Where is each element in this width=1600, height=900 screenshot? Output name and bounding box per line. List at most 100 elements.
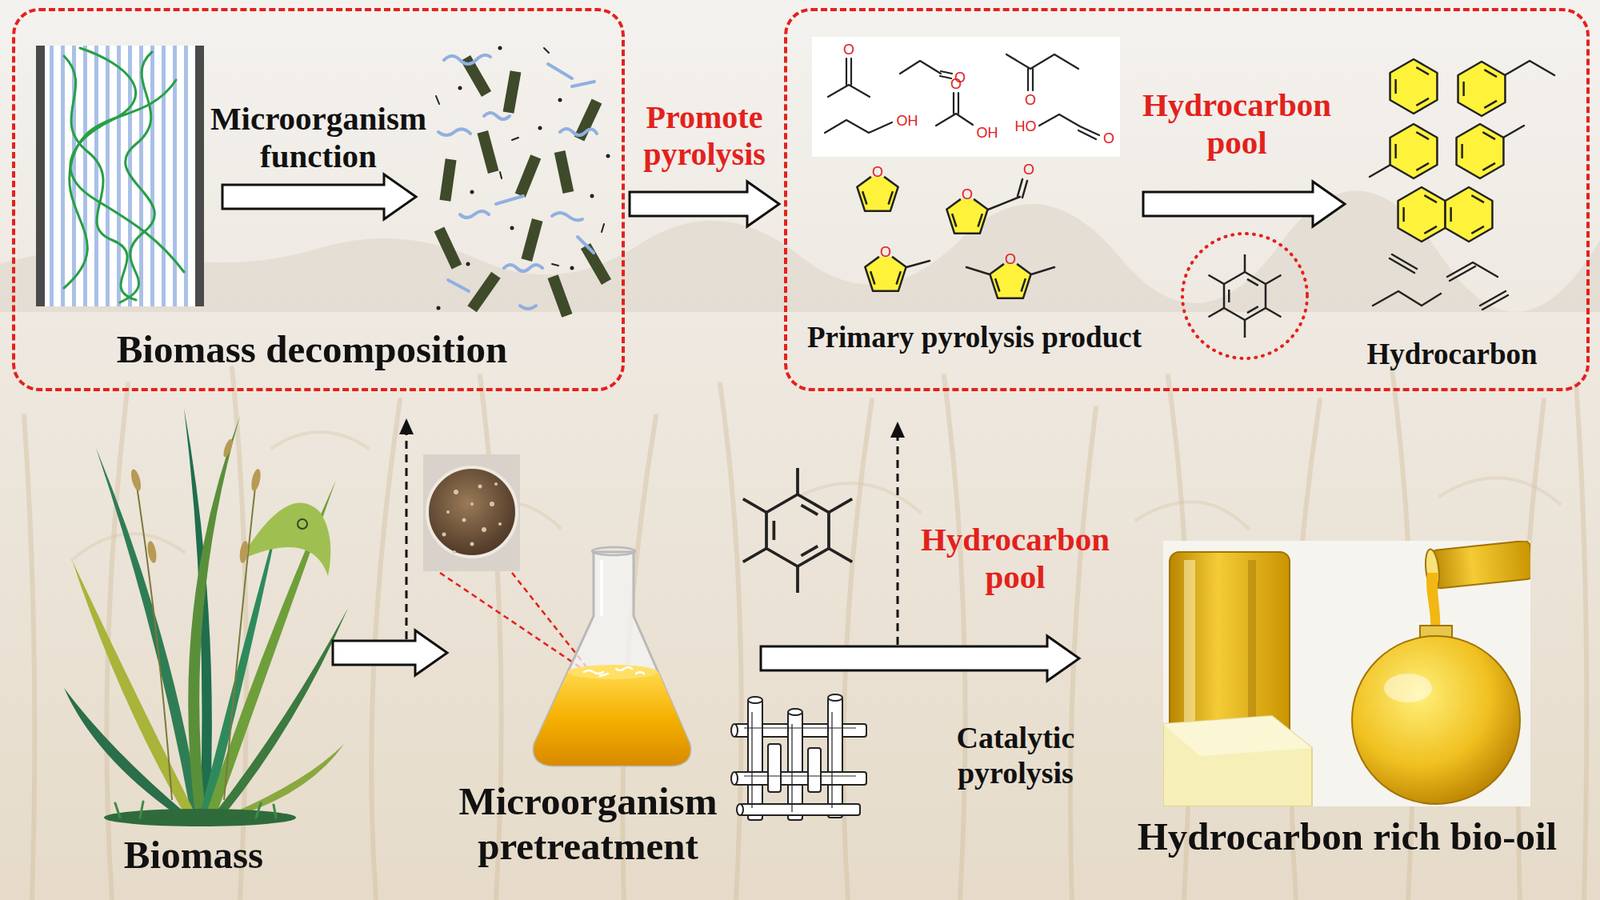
primary-products (953, 92, 959, 114)
biomass-plant (209, 608, 348, 820)
fiber-panel (161, 45, 166, 307)
fiber-panel (83, 45, 88, 307)
biomass-fragments (436, 48, 604, 266)
biomass-plant (104, 808, 296, 827)
biomass-fragments (570, 266, 575, 271)
zeolite-framework (736, 804, 744, 816)
field-background (24, 368, 1587, 900)
dashed-arrow (405, 432, 408, 640)
erlenmeyer-flask (592, 547, 636, 556)
atom-label: O (1103, 131, 1115, 146)
dashed-arrow (399, 418, 905, 438)
fiber-panel (64, 80, 176, 288)
biomass-fragments (521, 218, 544, 262)
primary-products (936, 113, 973, 126)
hydrocarbon-products (1369, 164, 1391, 177)
biomass-fragments (606, 154, 611, 159)
zeolite-framework (828, 694, 843, 701)
fiber-panel (150, 45, 155, 307)
bio-oil-photo-art (1163, 540, 1531, 807)
biomass-fragments (544, 48, 549, 53)
culture-photo (446, 510, 450, 514)
primary-products (828, 84, 870, 97)
primary-products (824, 54, 1100, 140)
hydrocarbon-pool-symbol (1208, 254, 1282, 338)
biomass-fragments (448, 280, 469, 292)
atom-label: O (1024, 92, 1036, 108)
node-label: Hydrocarbon rich bio-oil (1137, 814, 1558, 860)
atom-label: O (880, 244, 892, 260)
node-label: Microorganism pretreatment (452, 779, 724, 870)
bio-oil-photo-art (1426, 572, 1440, 634)
fiber-panel (36, 45, 45, 307)
biomass-fragments (444, 55, 491, 64)
hydrocarbon-pool-symbol (743, 468, 852, 593)
culture-photo (427, 467, 517, 557)
biomass-fragments (438, 55, 597, 309)
bio-oil-photo-art (1424, 540, 1531, 592)
culture-photo (423, 454, 588, 669)
culture-photo (494, 482, 498, 486)
biomass-fragments (601, 224, 604, 232)
biomass-fragments (466, 262, 471, 267)
zeolite-framework (788, 708, 803, 716)
erlenmeyer-flask (533, 552, 691, 766)
biomass-fragments (460, 211, 489, 218)
culture-photo (452, 550, 456, 554)
primary-products (1006, 54, 1079, 69)
biomass-plant (238, 540, 250, 564)
erlenmeyer-flask (584, 667, 644, 676)
bio-oil-photo-art (1163, 716, 1312, 807)
fiber-panel (184, 45, 188, 307)
biomass-fragments (438, 128, 471, 136)
hydrocarbon-products (1504, 60, 1555, 76)
biomass-fragments (504, 264, 543, 272)
field-background (1576, 384, 1587, 900)
biomass-fragments (548, 274, 573, 318)
fiber-panel (105, 45, 110, 307)
node-label: Hydrocarbon (1366, 337, 1537, 372)
field-background (720, 384, 742, 900)
culture-photo (442, 532, 447, 537)
biomass-plant (297, 519, 308, 529)
field-background (944, 376, 966, 900)
hydrocarbon-products (1503, 125, 1524, 138)
zeolite-framework (744, 712, 856, 812)
erlenmeyer-flask (600, 560, 604, 616)
erlenmeyer-flask (533, 672, 691, 766)
biomass-fragments (538, 126, 543, 131)
primary-products (812, 36, 1120, 299)
atom-label: O (954, 70, 966, 85)
biomass-fragments (439, 158, 456, 201)
hydrocarbon-products (1398, 187, 1446, 242)
biomass-fragments (470, 190, 475, 195)
fiber-panel (36, 45, 204, 307)
biomass-plant (115, 803, 120, 818)
primary-products (989, 264, 1031, 299)
zeolite-framework (808, 748, 821, 792)
atom-label: O (1023, 162, 1035, 177)
arrow-label: Catalytic pyrolysis (923, 720, 1108, 791)
biomass-fragments (590, 194, 595, 199)
primary-products (846, 58, 852, 85)
primary-products (1028, 68, 1033, 91)
biomass-fragments (484, 112, 510, 120)
biomass-plant (146, 540, 159, 564)
hydrocarbon-products (1447, 262, 1498, 281)
culture-photo (453, 489, 459, 495)
dashed-arrow (399, 418, 414, 435)
atom-label: O (872, 164, 884, 180)
biomass-fragments (577, 236, 594, 253)
zeolite-framework (828, 697, 843, 818)
hydrocarbon-products (1390, 59, 1438, 114)
dashed-region: Biomass decomposition (12, 8, 625, 392)
atom-label: HO (1015, 119, 1037, 134)
hydrocarbon-pool-symbol (1182, 233, 1308, 359)
primary-products (1039, 114, 1100, 136)
culture-photo (470, 502, 474, 506)
biomass-fragments (503, 70, 522, 114)
biomass-fragments (560, 128, 597, 136)
